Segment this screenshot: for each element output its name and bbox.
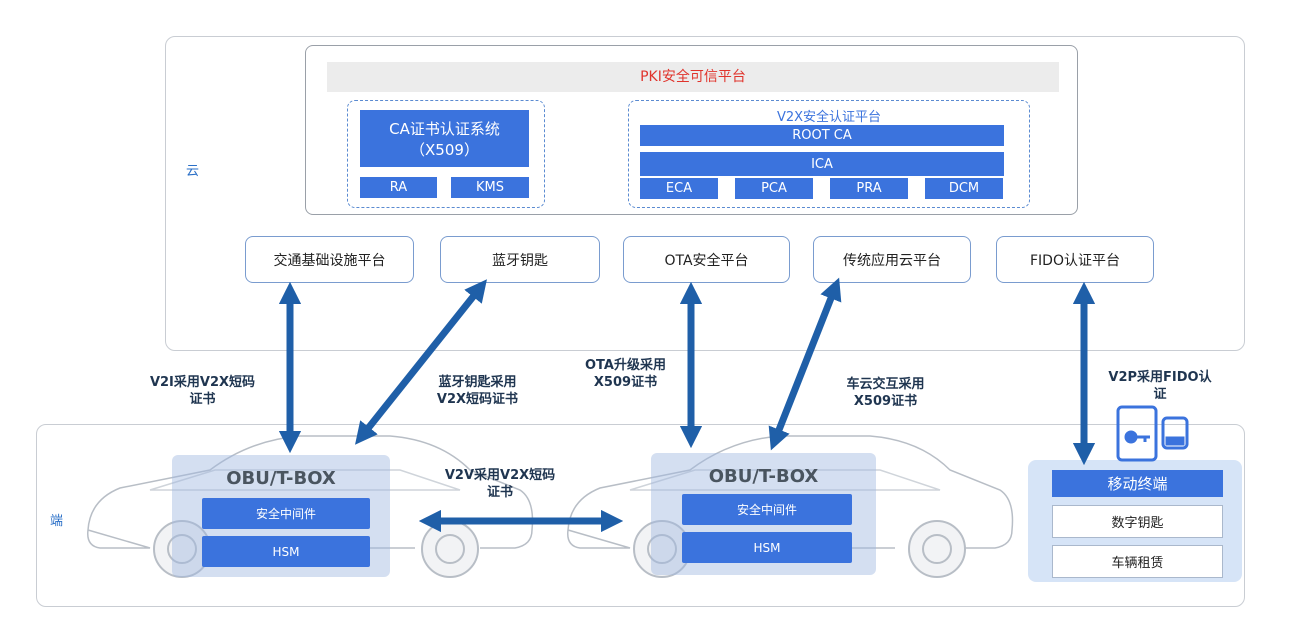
root-ca-box: ROOT CA [640, 125, 1004, 146]
right-car-wheels [633, 520, 966, 578]
arrow-bluetooth [355, 279, 487, 445]
security-middleware-left: 安全中间件 [202, 498, 370, 529]
cloud-label: 云 [186, 164, 200, 179]
service-traffic-infrastructure: 交通基础设施平台 [245, 236, 414, 283]
ca-system-title-line2: （X509） [410, 140, 479, 159]
service-bluetooth-key: 蓝牙钥匙 [440, 236, 600, 283]
key-fob-icon [1161, 416, 1189, 450]
obu-tbox-right-title: OBU/T-BOX [708, 466, 819, 487]
mobile-terminal-title: 移动终端 [1052, 470, 1223, 497]
hsm-right: HSM [682, 532, 852, 563]
ca-system-title: CA证书认证系统 （X509） [360, 110, 529, 167]
kms-box: KMS [451, 177, 529, 198]
dcm-box: DCM [925, 178, 1003, 199]
phone-key-icon [1116, 405, 1158, 462]
ca-system-group [347, 100, 545, 208]
v2x-platform-group [628, 100, 1030, 208]
left-car-wheels [153, 520, 479, 578]
pca-box: PCA [735, 178, 813, 199]
ica-box: ICA [640, 152, 1004, 176]
obu-tbox-left-title: OBU/T-BOX [226, 468, 336, 489]
vehicle-cloud-link-label: 车云交互采用 X509证书 [846, 377, 925, 409]
pra-box: PRA [830, 178, 908, 199]
bluetooth-link-label: 蓝牙钥匙采用 V2X短码证书 [436, 375, 519, 407]
hsm-left: HSM [202, 536, 370, 567]
service-fido-auth: FIDO认证平台 [996, 236, 1154, 283]
v2x-platform-title: V2X安全认证平台 [776, 110, 882, 125]
digital-key-box: 数字钥匙 [1052, 505, 1223, 538]
ota-link-label: OTA升级采用 X509证书 [585, 358, 666, 390]
service-traditional-cloud: 传统应用云平台 [813, 236, 971, 283]
edge-label: 端 [50, 514, 64, 529]
v2i-label: V2I采用V2X短码 证书 [149, 375, 256, 407]
ra-box: RA [360, 177, 437, 198]
ca-system-title-line1: CA证书认证系统 [389, 119, 500, 138]
v2p-link-label: V2P采用FIDO认 证 [1108, 370, 1212, 402]
security-middleware-right: 安全中间件 [682, 494, 852, 525]
arrow-vehicle-cloud [768, 277, 842, 451]
service-ota-security: OTA安全平台 [623, 236, 790, 283]
eca-box: ECA [640, 178, 718, 199]
pki-title: PKI安全可信平台 [327, 62, 1059, 92]
vehicle-rental-box: 车辆租赁 [1052, 545, 1223, 578]
v2v-link-label: V2V采用V2X短码 证书 [444, 468, 556, 500]
